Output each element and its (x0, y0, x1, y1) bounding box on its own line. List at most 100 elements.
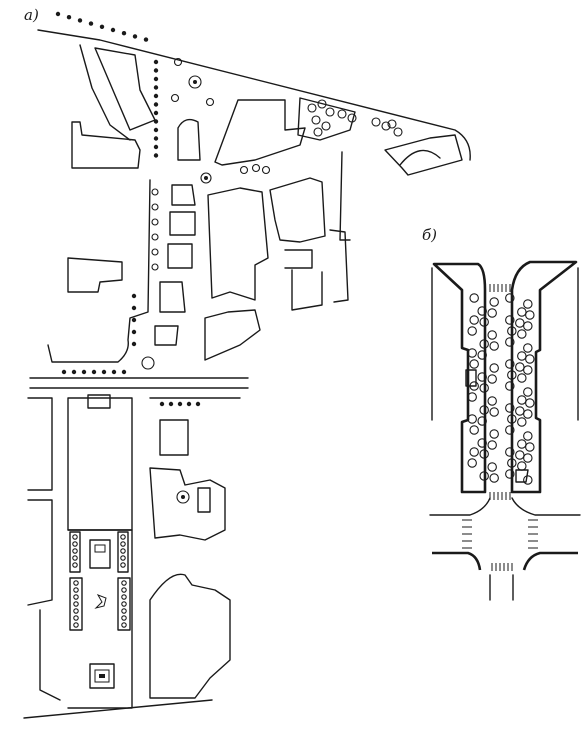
tree-dot (131, 293, 137, 299)
shrub-ring (121, 594, 127, 600)
street-curve-w (47, 179, 151, 363)
building-block-se2 (149, 467, 226, 541)
kiosk-b (465, 369, 477, 387)
monument-center-c (204, 176, 208, 180)
tree-ring (515, 362, 525, 372)
tree-ring (205, 97, 215, 107)
tree-dot (159, 401, 165, 407)
planting-bed (117, 577, 131, 631)
tree-ring (515, 318, 525, 328)
shrub-ring (73, 587, 79, 593)
tree-dot (91, 369, 97, 375)
building-block-church (149, 573, 231, 699)
tree-avenue (467, 293, 535, 485)
tree-ring (151, 218, 159, 226)
tree-ring (469, 293, 479, 303)
tree-ring (479, 449, 489, 459)
shrub-ring (121, 615, 127, 621)
shrub-ring (72, 541, 78, 547)
tree-ring (487, 440, 497, 450)
tree-ring (507, 458, 517, 468)
tree-ring (479, 405, 489, 415)
building-block-east (269, 177, 326, 243)
tree-ring (489, 407, 499, 417)
tree-dot (101, 369, 107, 375)
tree-ring (467, 458, 477, 468)
building-block-w1 (71, 121, 141, 169)
tree-ring (517, 417, 527, 427)
curb-nw (429, 497, 491, 516)
tree-ring (525, 398, 535, 408)
shrub-ring (72, 555, 78, 561)
street-east-edge (339, 151, 351, 241)
tree-ring (151, 233, 159, 241)
tree-ring (467, 414, 477, 424)
tree-ring (523, 431, 533, 441)
tree-dot (153, 85, 159, 90)
street-edge-sw (39, 609, 61, 701)
building-small-4 (159, 281, 186, 313)
tree-dot (143, 37, 149, 42)
tree-ring (387, 119, 397, 129)
tree-ring (525, 310, 535, 320)
building-block-ne-yard (297, 97, 356, 141)
tree-dot (153, 76, 159, 82)
tree-ring (467, 392, 477, 402)
tree-cluster-ne (307, 99, 403, 137)
street-line-nw (79, 44, 131, 141)
tree-dot (61, 369, 67, 375)
monument-circle-s (141, 356, 155, 370)
building-block-sc (204, 309, 261, 361)
monument-center-n (193, 80, 197, 84)
tree-ring (505, 337, 515, 347)
tree-dot (88, 21, 94, 26)
tree-ring (517, 373, 527, 383)
shrub-ring (120, 548, 126, 554)
tree-ring (347, 113, 357, 123)
block-west (432, 262, 487, 494)
tree-dot (111, 369, 117, 375)
tree-row-mid (159, 401, 201, 407)
tree-ring (517, 329, 527, 339)
tree-ring (467, 348, 477, 358)
tree-ring (489, 363, 499, 373)
building-block-w2 (67, 257, 123, 293)
tree-dot (177, 401, 183, 407)
tree-ring (261, 165, 271, 175)
tree-ring (523, 409, 533, 419)
tree-ring (477, 350, 487, 360)
kiosk-b2 (515, 469, 529, 483)
tree-ring (505, 359, 515, 369)
tree-row-vertical (131, 59, 159, 347)
tree-ring (170, 93, 180, 103)
tree-ring (507, 370, 517, 380)
tree-ring (469, 425, 479, 435)
building-block-nw (94, 47, 156, 131)
tree-ring (479, 339, 489, 349)
tree-dot (186, 401, 192, 407)
tree-ring (479, 471, 489, 481)
tree-ring (487, 462, 497, 472)
sculpture-mark (94, 594, 107, 609)
crosswalk-sides (462, 519, 538, 571)
fountain-inner (94, 669, 110, 683)
building-block-se1 (159, 419, 189, 456)
tree-dot (153, 110, 159, 116)
tree-ring (505, 403, 515, 413)
tree-dot (153, 136, 159, 141)
tree-ring (507, 326, 517, 336)
tree-ring (525, 442, 535, 452)
building-east-box (291, 269, 323, 311)
shrub-ring (120, 562, 126, 568)
tree-dot (55, 11, 61, 17)
building-small-5 (154, 325, 179, 346)
monument-center-se (181, 495, 185, 499)
tree-ring (517, 307, 527, 317)
tree-ring (487, 374, 497, 384)
building-block-ne (384, 134, 463, 176)
tree-ring (523, 387, 533, 397)
tree-dot (153, 144, 159, 150)
planting-bed (69, 577, 83, 631)
shrub-ring (121, 608, 127, 614)
panel-b-label: б) (422, 226, 437, 244)
